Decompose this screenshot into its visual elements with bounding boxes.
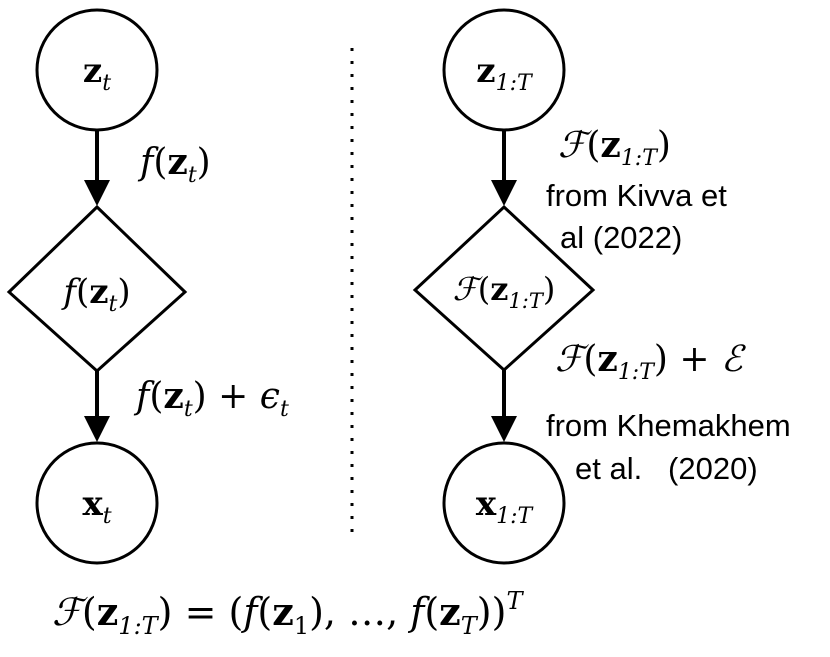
right-latent-label: z1:T (476, 51, 534, 96)
right-arrowhead-bottom (491, 416, 517, 442)
right-arrowhead-top (491, 180, 517, 206)
right-edge-bottom-label: ℱ(z1:T) + ℰ (555, 338, 746, 385)
left-latent-label: zt (83, 51, 111, 96)
definition-equation: ℱ(z1:T) = (f(z1), …, f(zT))T (52, 587, 524, 640)
left-edge-bottom-label: f(zt) + ϵt (133, 375, 289, 422)
right-observed-node (442, 441, 566, 565)
left-observed-label: xt (82, 484, 111, 529)
right-latent-node (442, 8, 566, 132)
right-citation-top: from Kivva et al (2022) (546, 178, 736, 255)
left-arrowhead-top (84, 180, 110, 206)
left-graph: zt f(zt) f(zt) f(zt) + ϵt xt (6, 8, 289, 565)
left-edge-top-label: f(zt) (137, 141, 211, 188)
right-citation-bottom: from Khemakhem et al. (2020) (546, 408, 799, 486)
left-arrowhead-bottom (84, 416, 110, 442)
right-edge-top-label: ℱ(z1:T) (558, 124, 671, 171)
right-observed-label: x1:T (476, 484, 535, 529)
right-diamond-label: ℱ(z1:T) (453, 270, 556, 313)
left-observed-node (35, 441, 159, 565)
left-diamond-label: f(zt) (60, 272, 130, 317)
right-graph: z1:T ℱ(z1:T) from Kivva et al (2022) ℱ(z… (412, 8, 799, 565)
